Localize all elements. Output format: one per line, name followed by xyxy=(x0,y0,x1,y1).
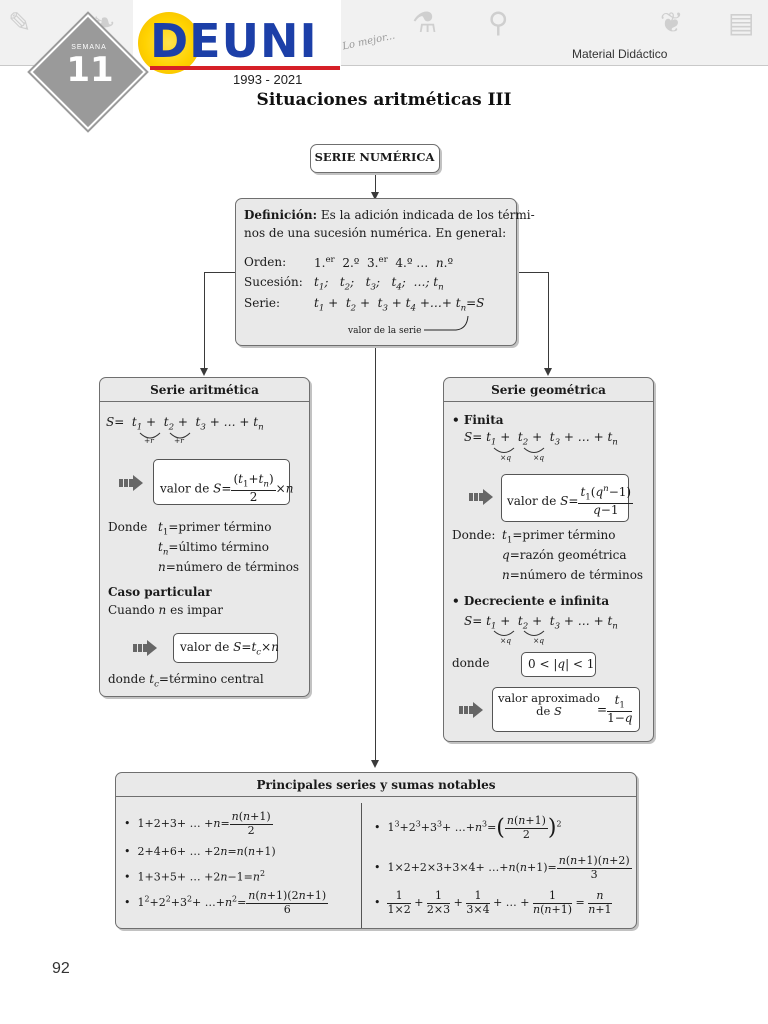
serie-numerica-title: SERIE NUMÉRICA xyxy=(311,151,438,164)
geometrica-sum-box: valor de S=t1(qn−1)q−1 xyxy=(501,474,629,522)
geometrica-sum-formula: valor de S=t1(qn−1)q−1 xyxy=(507,485,633,518)
t1-definition: t1=primer término xyxy=(502,529,616,546)
tc-definition: donde tc=término central xyxy=(108,673,264,690)
tn-definition: tn=último término xyxy=(158,541,269,558)
definition-text-1: Es la adición indicada de los térmi- xyxy=(321,208,535,222)
connector-line xyxy=(375,172,376,194)
valor-de-label: valor de xyxy=(160,482,209,496)
donde-label: Donde xyxy=(108,521,147,535)
series-notables-title: Principales series y sumas notables xyxy=(116,773,636,797)
orden-values: 1.er 2.º 3.er 4.º … n.º xyxy=(314,256,453,271)
notable-sum-4: • 12+22+32+ …+n2=n(n+1)(2n+1)6 xyxy=(124,890,328,916)
connector-line xyxy=(375,346,376,762)
pen-icon: ✎ xyxy=(8,6,31,39)
cuando-n-impar: Cuando n es impar xyxy=(108,604,223,618)
connector-line xyxy=(548,272,549,368)
n-definition: n=número de términos xyxy=(158,561,299,575)
step-label: ×q xyxy=(533,454,544,463)
valor-pointer xyxy=(420,315,474,335)
definition-box: Definición: Es la adición indicada de lo… xyxy=(235,198,517,346)
t1-definition: t1=primer término xyxy=(158,521,272,538)
book-icon: ▤ xyxy=(728,6,754,39)
step-label: ×q xyxy=(500,454,511,463)
page-number: 92 xyxy=(52,960,70,978)
logo-underline xyxy=(150,66,340,70)
semana-number: 11 xyxy=(62,53,118,87)
arrow-head xyxy=(200,368,208,376)
connector-line xyxy=(516,272,549,273)
column-divider xyxy=(361,803,362,928)
valor-de-la-serie: valor de la serie xyxy=(348,326,421,336)
caso-particular: Caso particular xyxy=(108,586,212,600)
q-condition-box: 0 < |q| < 1 xyxy=(521,652,596,677)
arrow-head xyxy=(371,760,379,768)
notable-sum-5: • 13+23+33+ …+n3=(n(n+1)2)2 xyxy=(374,815,562,841)
donde2-label: donde xyxy=(452,657,489,671)
q-condition: 0 < |q| < 1 xyxy=(528,658,594,672)
logo-years: 1993 - 2021 xyxy=(233,72,302,87)
aritmetica-sum-formula: valor de S=(t1+tn)2×n xyxy=(160,473,293,505)
serie-geometrica-title: Serie geométrica xyxy=(444,378,653,402)
dove-icon: ❦ xyxy=(660,6,683,39)
definition-line-2: nos de una sucesión numérica. En general… xyxy=(244,227,506,241)
connector-line xyxy=(204,272,205,368)
step-label: ×q xyxy=(500,637,511,646)
notable-sum-3: • 1+3+5+ … +2n−1=n2 xyxy=(124,869,265,884)
arrow-right-icon xyxy=(469,489,493,505)
aritmetica-particular-formula: valor de S=tc×n xyxy=(180,641,279,658)
serie-aritmetica-title: Serie aritmética xyxy=(100,378,309,402)
serie-label: Serie: xyxy=(244,297,280,311)
decreciente-label: • Decreciente e infinita xyxy=(452,595,609,609)
notable-sum-6: • 1×2+2×3+3×4+ …+n(n+1)=n(n+1)(n+2)3 xyxy=(374,855,632,881)
serie-values: t1 + t2 + t3 + t4 +…+ tn=S xyxy=(314,297,484,314)
flask-icon: ⚗ xyxy=(412,6,437,39)
definition-label: Definición: xyxy=(244,208,317,222)
q-definition: q=razón geométrica xyxy=(502,549,626,563)
sucesion-values: t1; t2; t3; t4; …; tn xyxy=(314,276,444,293)
page-title: Situaciones aritméticas III xyxy=(0,90,768,110)
step-label: +r xyxy=(144,437,154,446)
notable-sum-1: • 1+2+3+ … +n=n(n+1)2 xyxy=(124,811,273,837)
connector-line xyxy=(204,272,236,273)
aritmetica-particular-box: valor de S=tc×n xyxy=(173,633,278,663)
series-notables-box: Principales series y sumas notables • 1+… xyxy=(115,772,637,929)
logo: DEUNI xyxy=(150,18,318,64)
finita-label: • Finita xyxy=(452,414,504,428)
step-label: +r xyxy=(174,437,184,446)
arrow-right-icon xyxy=(459,702,483,718)
arrow-right-icon xyxy=(119,475,143,491)
serie-numerica-title-box: SERIE NUMÉRICA xyxy=(310,144,440,173)
telescope-icon: ⚲ xyxy=(488,6,509,39)
arrow-head xyxy=(544,368,552,376)
arrow-right-icon xyxy=(133,640,157,656)
orden-label: Orden: xyxy=(244,256,286,270)
step-label: ×q xyxy=(533,637,544,646)
sucesion-label: Sucesión: xyxy=(244,276,303,290)
donde-label: Donde: xyxy=(452,529,495,543)
n-definition: n=número de términos xyxy=(502,569,643,583)
notable-sum-2: • 2+4+6+ … +2n=n(n+1) xyxy=(124,846,276,859)
material-label: Material Didáctico xyxy=(572,47,667,61)
definition-line-1: Definición: Es la adición indicada de lo… xyxy=(244,209,535,223)
serie-aritmetica-box: Serie aritmética S= t1 + t2 + t3 + … + t… xyxy=(99,377,310,697)
serie-geometrica-box: Serie geométrica • Finita S= t1 + t2 + t… xyxy=(443,377,654,742)
aritmetica-sum-box: valor de S=(t1+tn)2×n xyxy=(153,459,290,505)
